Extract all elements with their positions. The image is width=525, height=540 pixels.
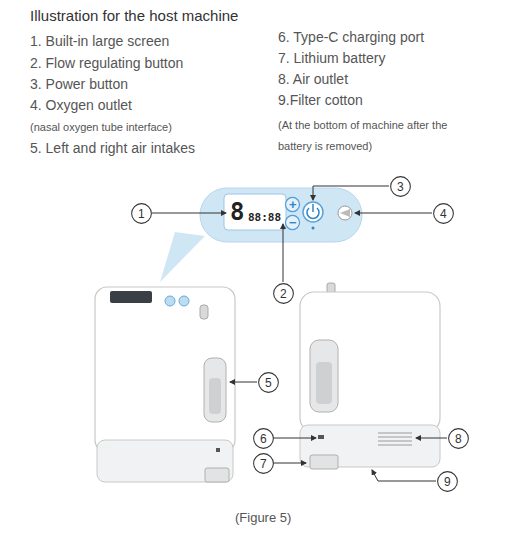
part-list-item: 7. Lithium battery (278, 50, 385, 67)
callout-digit: 2 (280, 288, 287, 300)
button-sign: − (289, 216, 297, 229)
part-list-item: 1. Built-in large screen (30, 33, 169, 50)
callout-number: 2 (273, 283, 294, 304)
callout-digit: 5 (265, 377, 272, 389)
part-list-item: 8. Air outlet (278, 71, 348, 88)
callout-number: 6 (253, 428, 274, 449)
right-device (300, 283, 440, 469)
callout-digit: 9 (444, 476, 451, 488)
callout-number: 7 (253, 453, 274, 474)
note-text: (nasal oxygen tube interface) (30, 121, 172, 134)
part-list-item: 5. Left and right air intakes (30, 140, 195, 157)
callout-number: 3 (390, 176, 411, 197)
display-digit: 8 (230, 200, 244, 224)
left-device (95, 287, 235, 482)
figure-caption: (Figure 5) (235, 510, 291, 526)
callout-digit: 4 (440, 208, 447, 220)
part-list-item: 6. Type-C charging port (278, 29, 424, 46)
leader-lines (152, 186, 447, 481)
callout-digit: 3 (397, 181, 404, 193)
part-list-item: 2. Flow regulating button (30, 55, 183, 72)
screen-bubble (160, 188, 362, 282)
note-text: (At the bottom of machine after the batt… (278, 115, 456, 157)
flow-button: − (285, 215, 300, 230)
callout-number: 1 (131, 203, 152, 224)
part-list-item: 9.Filter cotton (278, 92, 363, 109)
callout-number: 9 (437, 471, 458, 492)
part-list-item: 3. Power button (30, 76, 128, 93)
callout-digit: 7 (260, 458, 267, 470)
callout-digit: 1 (138, 208, 145, 220)
callout-digit: 8 (455, 433, 462, 445)
button-sign: + (289, 198, 297, 211)
callout-number: 5 (258, 372, 279, 393)
part-list-item: 4. Oxygen outlet (30, 97, 132, 114)
diagram-title: Illustration for the host machine (30, 7, 238, 25)
callout-digit: 6 (260, 433, 267, 445)
flow-button: + (285, 197, 300, 212)
callout-number: 8 (448, 428, 469, 449)
callout-number: 4 (433, 203, 454, 224)
display-time: 88:88 (248, 212, 281, 223)
display-screen: 8 88:88 (226, 196, 284, 228)
